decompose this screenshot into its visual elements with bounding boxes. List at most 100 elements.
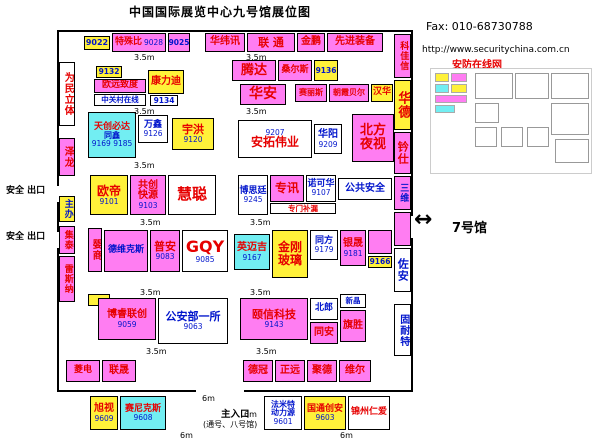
booth-number: 9603: [315, 412, 335, 422]
booth-name: 万鑫: [143, 119, 162, 130]
booth: 集泰: [59, 226, 75, 254]
minimap-room: [551, 73, 589, 99]
booth: 9166: [368, 256, 392, 268]
booth: 维尔: [339, 360, 371, 382]
booth-number: 9608: [133, 412, 153, 422]
booth: 聚德: [307, 360, 337, 382]
booth: 雷斯纳: [59, 256, 75, 302]
booth: 北郎: [310, 298, 338, 320]
minimap-room: [527, 127, 549, 147]
booth-number: 9085: [195, 254, 215, 264]
booth-name: 雷斯纳: [62, 264, 73, 294]
booth: 旗胜: [340, 310, 366, 342]
booth-name: 玻璃: [277, 253, 302, 267]
booth-name: 新晶: [345, 296, 361, 306]
booth-name: 中关村在线: [101, 95, 139, 105]
dimension-label: 3.5m: [246, 53, 267, 62]
booth-name: 国通创安: [306, 403, 343, 414]
minimap-room: [551, 103, 589, 135]
hall7-arrow-icon: ↔: [414, 207, 433, 232]
booth-name: 同安: [314, 326, 334, 338]
dimension-label: 3.5m: [246, 107, 267, 116]
booth-name: 博睿联创: [107, 309, 147, 320]
booth: 朝霞贝尔: [329, 84, 369, 102]
booth-name: 德冠: [248, 364, 268, 376]
booth-name: 同方: [314, 235, 333, 246]
booth-name: 银晟: [343, 238, 363, 249]
booth-name: 博思廷: [239, 185, 267, 196]
page-title: 中国国际展览中心九号馆展位图: [128, 5, 311, 19]
booth: 公共安全: [338, 178, 392, 200]
booth-number: 9169 9185: [91, 138, 133, 148]
exit-label: 安全 出口: [6, 232, 46, 242]
booth-name: 颐信科技: [252, 308, 296, 322]
site-url[interactable]: http://www.securitychina.com.cn: [422, 45, 570, 55]
booth: 联 通: [247, 33, 295, 52]
booth-name: 华纬讯: [210, 36, 240, 48]
booth-name: 宇洪: [182, 123, 204, 137]
booth-name: 北郎: [314, 303, 333, 314]
booth-name: 法米特: [271, 399, 295, 409]
booth: 金刚玻璃: [272, 230, 308, 278]
dimension-label: 6m: [244, 410, 257, 419]
booth: 9136: [314, 60, 338, 81]
booth-name: 9022: [85, 37, 109, 47]
booth: 金鹏: [297, 33, 325, 52]
minimap-highlight-block: [435, 84, 449, 93]
booth-name: 9025: [168, 37, 190, 47]
booth-name: 聚德: [312, 364, 332, 376]
booth: 联晟: [102, 360, 136, 382]
booth-name: 赛丽斯: [299, 87, 323, 97]
booth-name: 动力源: [271, 408, 295, 418]
booth: 9025: [168, 33, 190, 52]
booth-number: 9107: [311, 188, 331, 198]
entrance-gap: [196, 388, 244, 395]
booth: [394, 212, 411, 246]
entrance-note: (通号、八号馆): [203, 420, 258, 429]
booth-number: 9103: [138, 200, 158, 210]
booth-name: 欧远致度: [101, 80, 138, 91]
booth: 欧远致度: [94, 79, 146, 93]
booth: 钤仕: [394, 132, 411, 174]
booth-name: 朝霞贝尔: [333, 87, 365, 97]
booth-name: 公安部一所: [165, 310, 221, 324]
booth-name: 英迈吉: [237, 242, 267, 253]
booth-name: 诺可华: [307, 179, 335, 190]
booth: 三维: [394, 176, 411, 210]
booth-name: 华德: [395, 91, 411, 119]
booth-name: 德维克斯: [107, 245, 144, 256]
booth-name: 主办: [62, 199, 73, 219]
booth-name: 华阳: [318, 129, 338, 140]
booth-name: 科佳信: [398, 41, 409, 71]
booth-number: 9028: [143, 37, 164, 47]
booth: 为民立体: [59, 62, 75, 126]
booth-name: 汉华: [372, 87, 391, 98]
booth: 慧聪: [168, 175, 216, 215]
booth-name: 9134: [153, 95, 175, 105]
booth-name: 公共安全: [345, 182, 385, 194]
booth-number: 9245: [243, 194, 263, 204]
booth: 泽龙: [59, 138, 75, 176]
booth: 专门补漏: [270, 203, 336, 214]
booth: 桑尔斯: [278, 60, 312, 81]
minimap-highlight-block: [435, 73, 449, 82]
booth-name: 华安: [249, 86, 277, 103]
booth-name: 专讯: [274, 181, 299, 196]
booth: 固耐特: [394, 304, 411, 356]
booth: 华德: [394, 80, 411, 130]
booth-name: 为民立体: [62, 72, 74, 116]
booth: 北方夜视: [352, 114, 394, 162]
booth: 汉华: [371, 84, 393, 102]
booth-name: GQY: [185, 236, 225, 256]
